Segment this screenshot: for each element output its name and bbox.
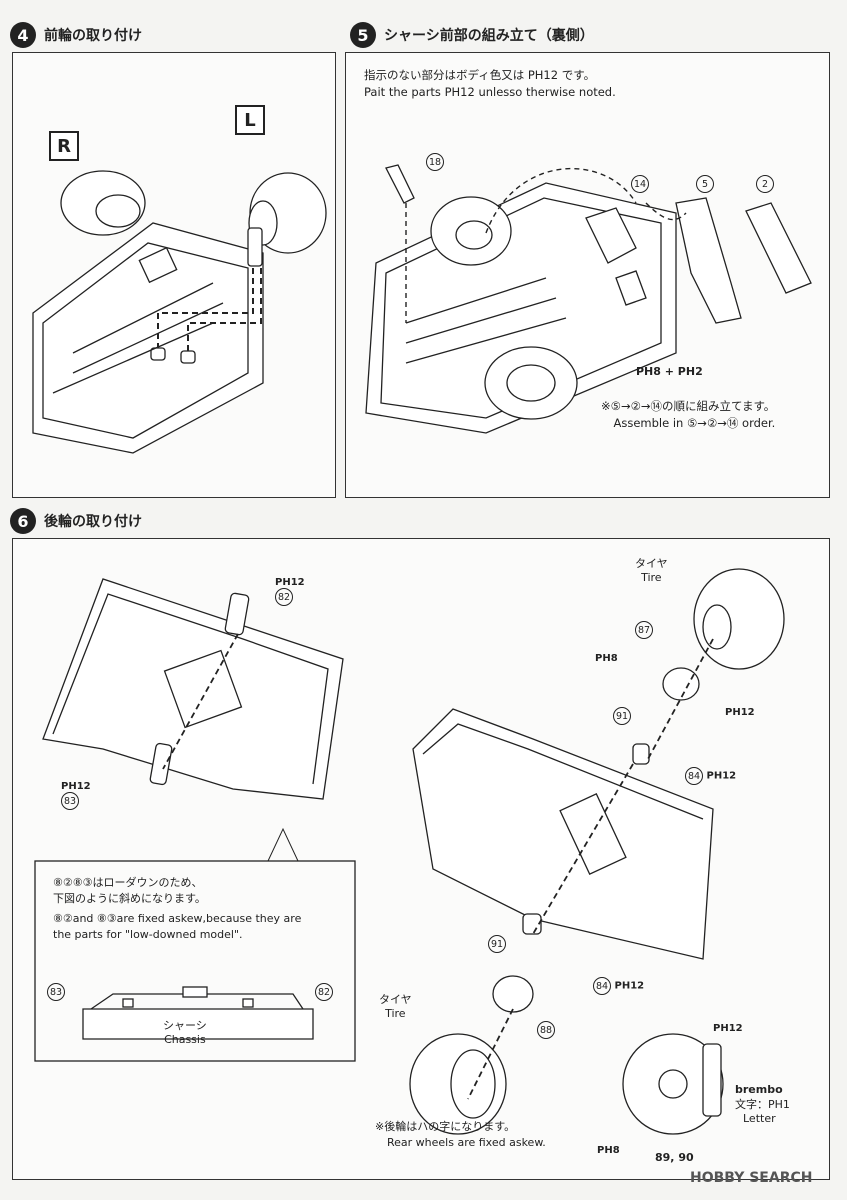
brake-paint: PH12 (713, 1023, 743, 1034)
part-88-label: 88 (537, 1021, 555, 1039)
step4-number: 4 (10, 22, 36, 48)
step5-note: 指示のない部分はボディ色又は PH12 です。 Pait the parts P… (364, 67, 616, 101)
step4-illustration (32, 170, 327, 454)
inset-note-en2: the parts for "low-downed model". (53, 928, 243, 941)
inset-note: ⑧②⑧③はローダウンのため、 下図のように斜めになります。 ⑧②and ⑧③ar… (53, 875, 301, 943)
brembo-label: brembo 文字：PH1 Letter (735, 1083, 790, 1125)
inset-note-jp2: 下図のように斜めになります。 (53, 892, 206, 905)
right-wheel-label: R (49, 131, 79, 161)
disc-parts: 89, 90 (655, 1151, 694, 1164)
step4-header: 4 前輪の取り付け (10, 22, 142, 48)
step5-part-18: 18 (426, 153, 444, 171)
step5-part-5: 5 (696, 175, 714, 193)
rear-note: ※後輪はハの字になります。Rear wheels are fixed askew… (375, 1120, 546, 1149)
step5-part-2: 2 (756, 175, 774, 193)
part-91-lower: 91 (488, 935, 506, 953)
step5-order-en: Assemble in ⑤→②→⑭ order. (613, 416, 776, 430)
step5-number: 5 (350, 22, 376, 48)
step6-title: 後輪の取り付け (44, 514, 142, 530)
part-91-upper: 91 (613, 707, 631, 725)
step4-title: 前輪の取り付け (44, 28, 142, 44)
part-87-paint2: PH12 (725, 707, 755, 718)
part-87-label: 87 (635, 621, 653, 639)
step5-order-jp: ※⑤→②→⑭の順に組み立てます。 (601, 399, 776, 413)
step6-illustration (34, 568, 785, 1135)
step4-panel: R L (12, 52, 336, 498)
part-84-upper: 84 PH12 (685, 767, 736, 785)
step5-illustration (365, 164, 812, 434)
step5-part-14: 14 (631, 175, 649, 193)
step5-header: 5 シャーシ前部の組み立て（裏側） (350, 22, 594, 48)
step5-note-en: Pait the parts PH12 unlesso therwise not… (364, 85, 616, 99)
disc-paint: PH8 (597, 1145, 620, 1156)
step6-number: 6 (10, 508, 36, 534)
left-wheel-label: L (235, 105, 265, 135)
step5-note-jp: 指示のない部分はボディ色又は PH12 です。 (364, 68, 596, 82)
inset-note-en1: ⑧②and ⑧③are fixed askew,because they are (53, 912, 302, 925)
inset-part-82: 82 (315, 983, 333, 1001)
part-84-lower: 84 PH12 (593, 977, 644, 995)
step5-order-note: ※⑤→②→⑭の順に組み立てます。 Assemble in ⑤→②→⑭ order… (601, 398, 775, 432)
inset-note-jp1: ⑧②⑧③はローダウンのため、 (53, 876, 203, 889)
step5-paint-label: PH8 + PH2 (636, 365, 703, 378)
part-87-paint: PH8 (595, 653, 618, 664)
inset-part-83: 83 (47, 983, 65, 1001)
step6-header: 6 後輪の取り付け (10, 508, 142, 534)
step5-title: シャーシ前部の組み立て（裏側） (384, 28, 594, 44)
step5-panel: 指示のない部分はボディ色又は PH12 です。 Pait the parts P… (345, 52, 830, 498)
watermark: HOBBY SEARCH (690, 1170, 813, 1186)
